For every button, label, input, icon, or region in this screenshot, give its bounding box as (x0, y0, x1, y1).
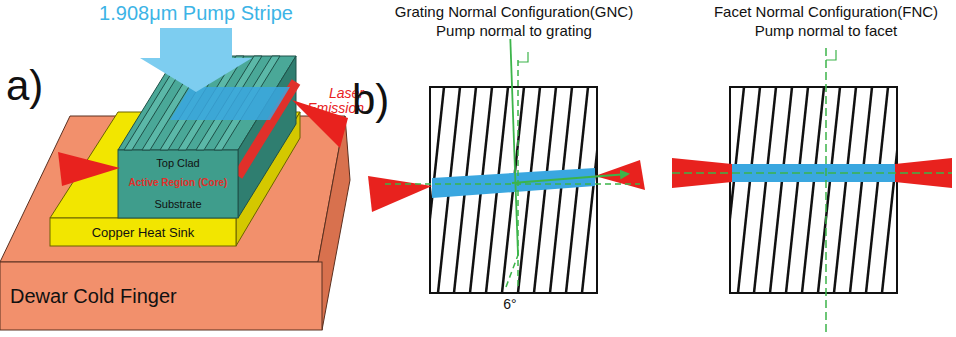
layer-label: Active Region (Core) (129, 177, 228, 188)
cold-finger-face: Dewar Cold Finger (0, 262, 322, 330)
config-subtitle: Pump normal to grating (434, 22, 594, 39)
panel-letter: a) (6, 62, 43, 110)
gnc-grating (368, 30, 645, 293)
layer-label: Copper Heat Sink (92, 225, 195, 240)
config-title: Facet Normal Configuration(FNC) (714, 3, 938, 20)
angle-label: 6° (501, 296, 518, 312)
panel-letter: b) (352, 76, 389, 124)
config-title: Grating Normal Configuration(GNC) (395, 3, 633, 20)
layer-label: Top Clad (156, 157, 199, 169)
top-clad-layer: Top Clad (118, 150, 238, 176)
pump-label: 1.908μm Pump Stripe (99, 2, 293, 25)
pump-arrow (140, 28, 252, 92)
layer-label: Substrate (154, 198, 201, 210)
substrate-layer: Substrate (118, 189, 238, 218)
grating-line (882, 87, 897, 293)
laser-beam (58, 152, 120, 186)
layer-label: Dewar Cold Finger (10, 285, 177, 308)
grating-line (582, 87, 597, 293)
config-subtitle: Pump normal to facet (753, 22, 900, 39)
fnc-grating (672, 48, 952, 332)
heat-sink-face: Copper Heat Sink (50, 218, 236, 246)
active-region-layer: Active Region (Core) (118, 176, 238, 189)
